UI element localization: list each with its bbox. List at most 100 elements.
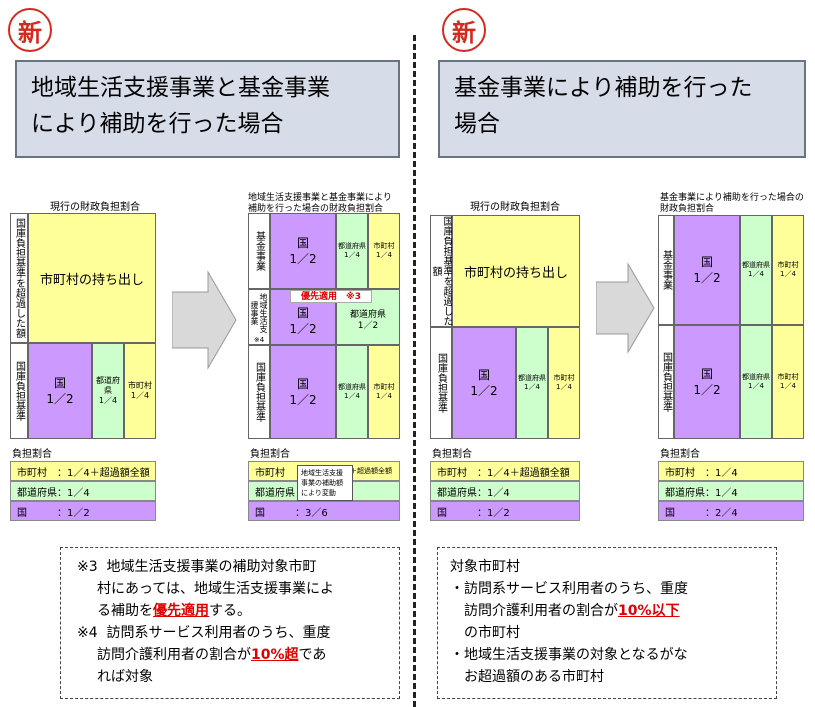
- panel4-base-national-label: 国: [700, 367, 713, 381]
- priority-badge: 優先適用 ※3: [290, 290, 372, 303]
- panel4-fund-pref: 都道府県 1／4: [740, 215, 772, 325]
- panel2-support-national-label: 国: [296, 306, 309, 320]
- panel1-muni-ratio: 1／4: [130, 391, 150, 400]
- panel2-fund-national-ratio: 1／2: [289, 252, 317, 266]
- panel4-base-muni-label: 市町村: [777, 373, 799, 381]
- p2-popup-line3: により変動: [301, 489, 336, 497]
- panel3-excess-label: 国庫負担基準を超過した額: [430, 215, 452, 327]
- panel1-pref: 都道府県: [96, 376, 120, 395]
- p4-share-heading: 負担割合: [660, 449, 700, 460]
- panel3-national-cell: 国 1／2: [452, 327, 516, 439]
- panel3-pref-ratio: 1／4: [524, 383, 540, 391]
- panel4-fund-national: 国 1／2: [674, 215, 740, 325]
- panel1-excess-cell: 市町村の持ち出し: [28, 213, 156, 343]
- panel3-muni: 市町村: [553, 374, 575, 382]
- panel4-base-pref-ratio: 1／4: [748, 382, 764, 390]
- panel2-support-note: ※4: [253, 336, 265, 344]
- panel1-title: 現行の財政負担割合: [50, 202, 140, 213]
- header-right: 基金事業により補助を行った 場合: [438, 60, 806, 158]
- section-divider: [413, 35, 416, 707]
- right-note-b1-line1: ・訪問系サービス利用者のうち、重度: [450, 581, 688, 597]
- panel2-fund-label: 基金事業: [248, 213, 270, 289]
- panel3-pref-cell: 都道府県 1／4: [516, 327, 548, 439]
- new-badge-right: 新: [442, 8, 486, 52]
- panel4-base-pref-label: 都道府県: [742, 373, 770, 381]
- panel1-national-ratio: 1／2: [46, 392, 74, 406]
- panel4-title-line2: 財政負担割合: [660, 204, 715, 214]
- panel3-pref: 都道府県: [518, 374, 546, 382]
- p1-share-national: 国 ：1／2: [10, 501, 156, 521]
- panel4-base-pref: 都道府県 1／4: [740, 325, 772, 439]
- panel4-fund-muni-ratio: 1／4: [780, 270, 796, 278]
- panel2-fund-national-label: 国: [296, 236, 309, 250]
- panel1-muni: 市町村: [128, 381, 152, 390]
- panel2-support-label: 地域生活支援事業: [250, 293, 268, 333]
- p2-share-side-note: ＋超過額全額: [350, 467, 392, 475]
- panel2-fund-muni: 市町村 1／4: [368, 213, 400, 289]
- note4-text2b: であ: [298, 647, 327, 663]
- note4-text2a: 訪問介護利用者の割合が: [97, 647, 251, 663]
- header-left-line1: 地域生活支援事業と基金事業: [31, 75, 330, 101]
- header-right-line2: 場合: [454, 111, 500, 137]
- panel2-base-national-ratio: 1／2: [289, 393, 317, 407]
- p1-share-pref: 都道府県：1／4: [10, 481, 156, 501]
- panel3-muni-cell: 市町村 1／4: [548, 327, 580, 439]
- header-left: 地域生活支援事業と基金事業 により補助を行った場合: [15, 60, 400, 158]
- panel2-fund-pref-label: 都道府県: [338, 242, 366, 250]
- panel1-base-label: 国庫負担基準: [10, 343, 28, 439]
- note3-line3: る補助を優先適用する。: [77, 600, 389, 622]
- p2-popup-line2: 事業の補助額: [301, 479, 343, 487]
- panel4-fund-national-ratio: 1／2: [693, 271, 721, 285]
- p4-share-pref: 都道府県：1／4: [658, 481, 804, 501]
- panel2-base-muni: 市町村 1／4: [368, 345, 400, 439]
- panel4-fund-muni: 市町村 1／4: [772, 215, 804, 325]
- panel4-fund-national-label: 国: [700, 255, 713, 269]
- new-badge-left: 新: [8, 8, 52, 52]
- p2-share-heading: 負担割合: [250, 449, 290, 460]
- panel2-fund-muni-ratio: 1／4: [376, 251, 392, 259]
- right-note-b1-line2: 訪問介護利用者の割合が10%以下: [450, 600, 768, 622]
- note3-text1: 地域生活支援事業の補助対象市町: [106, 559, 317, 575]
- panel3-muni-ratio: 1／4: [556, 383, 572, 391]
- panel4-title-line1: 基金事業により補助を行った場合の: [660, 193, 804, 203]
- p3-share-pref: 都道府県：1／4: [430, 481, 580, 501]
- panel2-support-national: 国 1／2: [270, 289, 336, 345]
- panel2-support-label-cell: 地域生活支援事業 ※4: [248, 289, 270, 345]
- panel4-base-national: 国 1／2: [674, 325, 740, 439]
- right-note-b1-text2a: 訪問介護利用者の割合が: [464, 603, 618, 619]
- panel4-base-national-ratio: 1／2: [693, 383, 721, 397]
- p3-share-national: 国 ：1／2: [430, 501, 580, 521]
- panel1-muni-cell: 市町村 1／4: [124, 343, 156, 439]
- panel2-base-pref: 都道府県 1／4: [336, 345, 368, 439]
- p1-share-heading: 負担割合: [12, 449, 52, 460]
- notes-right: 対象市町村 ・訪問系サービス利用者のうち、重度 訪問介護利用者の割合が10%以下…: [437, 547, 777, 699]
- note4-mark: ※4: [77, 625, 98, 641]
- note4-line3: れば対象: [97, 669, 153, 685]
- panel2-base-national: 国 1／2: [270, 345, 336, 439]
- panel3-national: 国: [477, 368, 490, 382]
- panel3-excess-cell: 市町村の持ち出し: [452, 215, 580, 327]
- panel2-support-pref-ratio: 1／2: [357, 321, 379, 331]
- panel4-fund-label: 基金事業: [658, 215, 674, 325]
- panel4-fund-muni-label: 市町村: [777, 261, 799, 269]
- panel2-title-line2: 補助を行った場合の財政負担割合: [248, 204, 384, 214]
- note3-line2: 村にあっては、地域生活支援事業によ: [97, 581, 335, 597]
- p2-share-national: 国 ：3／6: [248, 501, 400, 521]
- p4-share-muni: 市町村 ：1／4: [658, 461, 804, 481]
- note3-line1: ※3 地域生活支援事業の補助対象市町: [77, 556, 389, 578]
- panel1-excess-label: 国庫負担基準を超過した額: [10, 213, 28, 343]
- panel2-base-pref-label: 都道府県: [338, 383, 366, 391]
- right-note-b2-line1: ・地域生活支援事業の対象となるがな: [450, 647, 688, 663]
- panel1-pref-cell: 都道府県 1／4: [92, 343, 124, 439]
- panel4-base-label: 国庫負担基準: [658, 325, 674, 439]
- header-right-line1: 基金事業により補助を行った: [454, 75, 753, 101]
- p2-popup-line1: 地域生活支援: [301, 469, 343, 477]
- p3-share-muni: 市町村 ：1／4＋超過額全額: [430, 461, 580, 481]
- header-left-line2: により補助を行った場合: [31, 111, 284, 137]
- panel2-title-line1: 地域生活支援事業と基金事業により: [248, 193, 392, 203]
- panel2-fund-pref-ratio: 1／4: [344, 251, 360, 259]
- panel2-base-national-label: 国: [296, 377, 309, 391]
- panel2-base-muni-label: 市町村: [373, 383, 395, 391]
- right-note-heading: 対象市町村: [450, 559, 520, 575]
- panel3-base-label: 国庫負担基準: [430, 327, 452, 439]
